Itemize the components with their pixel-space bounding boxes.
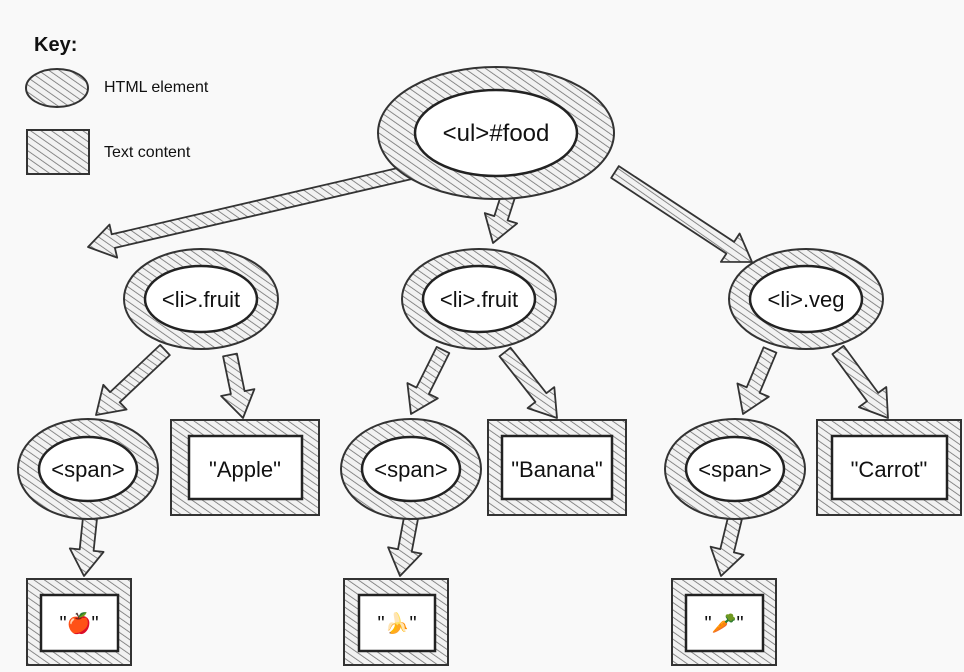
arrow-root-to-li-fruit-1: [87, 162, 423, 259]
node-core: [187, 434, 304, 501]
arrows-layer: [68, 162, 889, 577]
node-text-carrot: "Carrot": [816, 419, 962, 516]
arrow-li-fruit-1-to-span-1: [95, 343, 171, 416]
node-label: "Banana": [511, 457, 602, 482]
node-core: [500, 434, 614, 501]
node-label: <li>.fruit: [440, 287, 518, 312]
node-label: <span>: [374, 457, 447, 482]
node-label: "Apple": [209, 457, 281, 482]
node-span-1: <span>: [17, 418, 159, 520]
arrow-span-1-to-emoji-apple: [68, 516, 105, 577]
node-core: [357, 593, 437, 653]
node-label: <span>: [51, 457, 124, 482]
node-emoji-apple: "🍎": [26, 578, 132, 666]
arrow-li-fruit-2-to-text-banana: [498, 346, 558, 419]
node-core: [684, 435, 786, 503]
arrow-span-2-to-emoji-banana: [387, 515, 423, 577]
node-span-3: <span>: [664, 418, 806, 520]
key-element-symbol: [25, 68, 89, 108]
node-ul-food: <ul>#food: [377, 66, 615, 200]
node-emoji-banana: "🍌": [343, 578, 449, 666]
node-span-2: <span>: [340, 418, 482, 520]
node-core: [39, 593, 120, 653]
node-label: "🍎": [59, 611, 98, 635]
node-text-banana: "Banana": [487, 419, 627, 516]
arrow-li-veg-to-span-3: [736, 346, 778, 415]
arrow-li-veg-to-text-carrot: [831, 344, 889, 419]
node-li-veg: <li>.veg: [728, 248, 884, 350]
node-label: <li>.veg: [767, 287, 844, 312]
node-label: <ul>#food: [443, 120, 550, 147]
node-emoji-carrot: "🥕": [671, 578, 777, 666]
node-label: <span>: [698, 457, 771, 482]
node-core: [143, 264, 259, 334]
node-li-fruit-1: <li>.fruit: [123, 248, 279, 350]
node-label: "Carrot": [851, 457, 928, 482]
node-label: "🥕": [704, 612, 743, 635]
node-core: [830, 434, 949, 501]
node-core: [421, 264, 537, 334]
key-text-symbol: [26, 129, 90, 175]
node-label: <li>.fruit: [162, 287, 240, 312]
node-li-fruit-2: <li>.fruit: [401, 248, 557, 350]
arrow-li-fruit-1-to-text-apple: [220, 352, 256, 419]
key-element-label: HTML element: [104, 79, 209, 96]
node-label: "🍌": [377, 611, 416, 635]
arrow-li-fruit-2-to-span-2: [406, 345, 451, 415]
arrow-root-to-li-veg: [610, 165, 753, 263]
node-core: [37, 435, 139, 503]
node-core: [413, 88, 579, 178]
key-legend: Key: HTML element Text content: [25, 34, 209, 175]
node-core: [684, 593, 765, 653]
arrow-span-3-to-emoji-carrot: [709, 515, 745, 577]
node-core: [360, 435, 462, 503]
key-title: Key:: [34, 34, 77, 56]
node-core: [748, 264, 864, 334]
key-text-label: Text content: [104, 144, 191, 161]
node-text-apple: "Apple": [170, 419, 320, 516]
